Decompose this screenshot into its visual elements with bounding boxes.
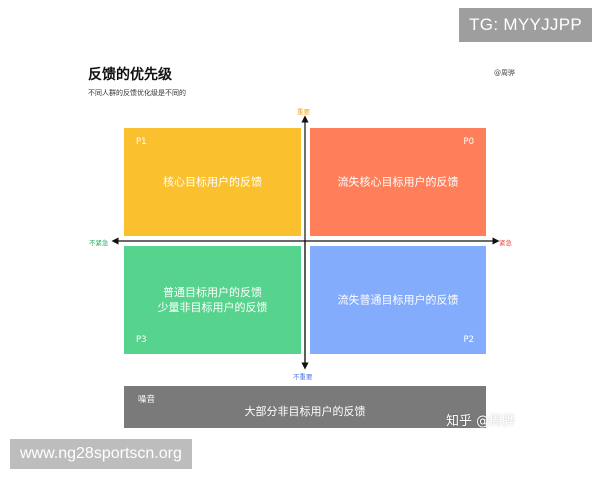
quadrant-p3-line1: 普通目标用户的反馈 xyxy=(163,286,262,299)
priority-tag-p1: P1 xyxy=(136,137,147,147)
quadrant-p0-text: 流失核心目标用户的反馈 xyxy=(310,175,486,190)
page-subtitle: 不同人群的反馈优化级是不同的 xyxy=(88,89,186,97)
quadrant-p3-text: 普通目标用户的反馈 少量非目标用户的反馈 xyxy=(124,285,301,315)
priority-tag-p3: P3 xyxy=(136,335,147,345)
page-title: 反馈的优先级 xyxy=(88,67,172,83)
quadrant-p0: P0 流失核心目标用户的反馈 xyxy=(310,128,486,236)
quadrant-p0-line1: 流失核心目标用户的反馈 xyxy=(337,175,459,189)
quadrant-p3-line2: 少量非目标用户的反馈 xyxy=(157,301,268,314)
noise-bar: 噪音 大部分非目标用户的反馈 xyxy=(124,386,486,428)
quadrant-p2: P2 流失普通目标用户的反馈 xyxy=(310,246,486,354)
axis-label-not-important: 不重要 xyxy=(293,373,313,381)
noise-text: 大部分非目标用户的反馈 xyxy=(244,405,366,418)
priority-tag-p2: P2 xyxy=(463,335,474,345)
quadrant-p2-text: 流失普通目标用户的反馈 xyxy=(310,293,486,308)
site-watermark: www.ng28sportscn.org xyxy=(10,439,192,469)
zhihu-watermark: 知乎 @周骅 xyxy=(446,414,516,429)
axis-label-urgent: 紧急 xyxy=(499,239,512,247)
author-credit: @周骅 xyxy=(494,69,515,77)
axis-label-not-urgent: 不紧急 xyxy=(89,239,109,247)
quadrant-p3: P3 普通目标用户的反馈 少量非目标用户的反馈 xyxy=(124,246,301,354)
quadrant-p1: P1 核心目标用户的反馈 xyxy=(124,128,301,236)
quadrant-p1-line1: 核心目标用户的反馈 xyxy=(163,175,262,189)
quadrant-p2-line1: 流失普通目标用户的反馈 xyxy=(337,293,459,307)
priority-tag-p0: P0 xyxy=(463,137,474,147)
quadrant-p1-text: 核心目标用户的反馈 xyxy=(124,175,301,190)
telegram-badge: TG: MYYJJPP xyxy=(459,8,592,42)
axis-label-important: 重要 xyxy=(297,108,310,116)
noise-tag: 噪音 xyxy=(138,395,156,405)
